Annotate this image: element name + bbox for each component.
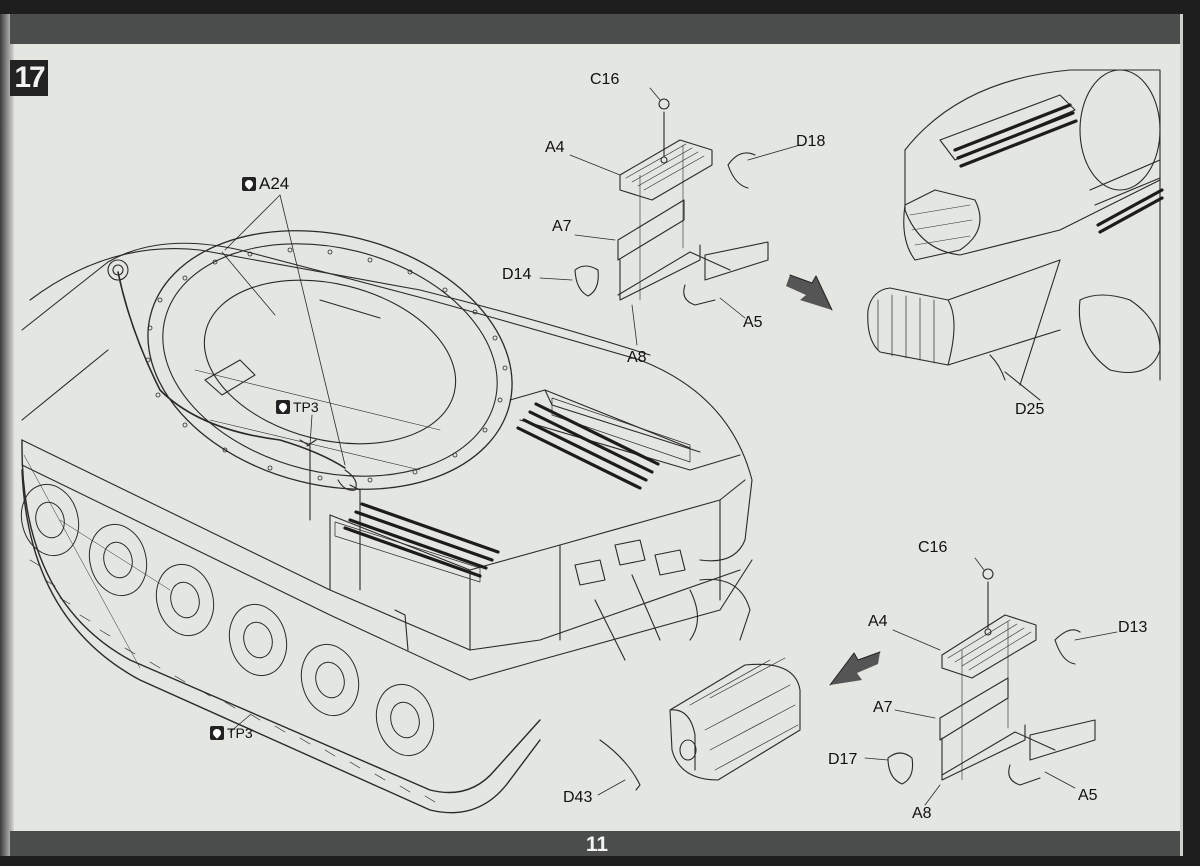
label-d43: D43 — [563, 789, 593, 806]
label-upper-d18: D18 — [796, 133, 826, 150]
cement-drop-icon — [242, 177, 256, 191]
label-tp3-top: TP3 — [276, 399, 319, 415]
label-lower-d13: D13 — [1118, 619, 1148, 636]
main-leader-lines — [221, 194, 626, 796]
label-lower-a4: A4 — [868, 613, 888, 630]
direction-arrow-icon — [829, 651, 881, 686]
label-tp3-bottom: TP3 — [210, 725, 253, 741]
cement-drop-icon — [276, 400, 290, 414]
upper-exploded-parts — [539, 87, 801, 346]
cement-drop-icon — [210, 726, 224, 740]
label-upper-a7: A7 — [552, 218, 572, 235]
fuel-drum — [669, 657, 801, 781]
direction-arrow-icon — [786, 274, 833, 311]
inset-rear-view — [867, 69, 1164, 401]
footer-bar — [10, 831, 1180, 856]
label-upper-d14: D14 — [502, 266, 532, 283]
label-lower-c16: C16 — [918, 539, 948, 556]
label-a24: A24 — [242, 175, 289, 192]
label-upper-a4: A4 — [545, 139, 565, 156]
lower-exploded-parts — [864, 557, 1118, 806]
tank-main-drawing — [20, 230, 801, 814]
label-lower-a5: A5 — [1078, 787, 1098, 804]
label-upper-a5: A5 — [743, 314, 763, 331]
label-upper-a8: A8 — [627, 349, 647, 366]
header-bar — [10, 14, 1180, 44]
page-number: 11 — [585, 833, 609, 856]
label-lower-a8: A8 — [912, 805, 932, 822]
page-spine — [0, 14, 14, 856]
label-upper-c16: C16 — [590, 71, 620, 88]
label-lower-d17: D17 — [828, 751, 858, 768]
label-d25: D25 — [1015, 401, 1045, 418]
label-lower-a7: A7 — [873, 699, 893, 716]
step-number: 17 — [10, 60, 48, 96]
